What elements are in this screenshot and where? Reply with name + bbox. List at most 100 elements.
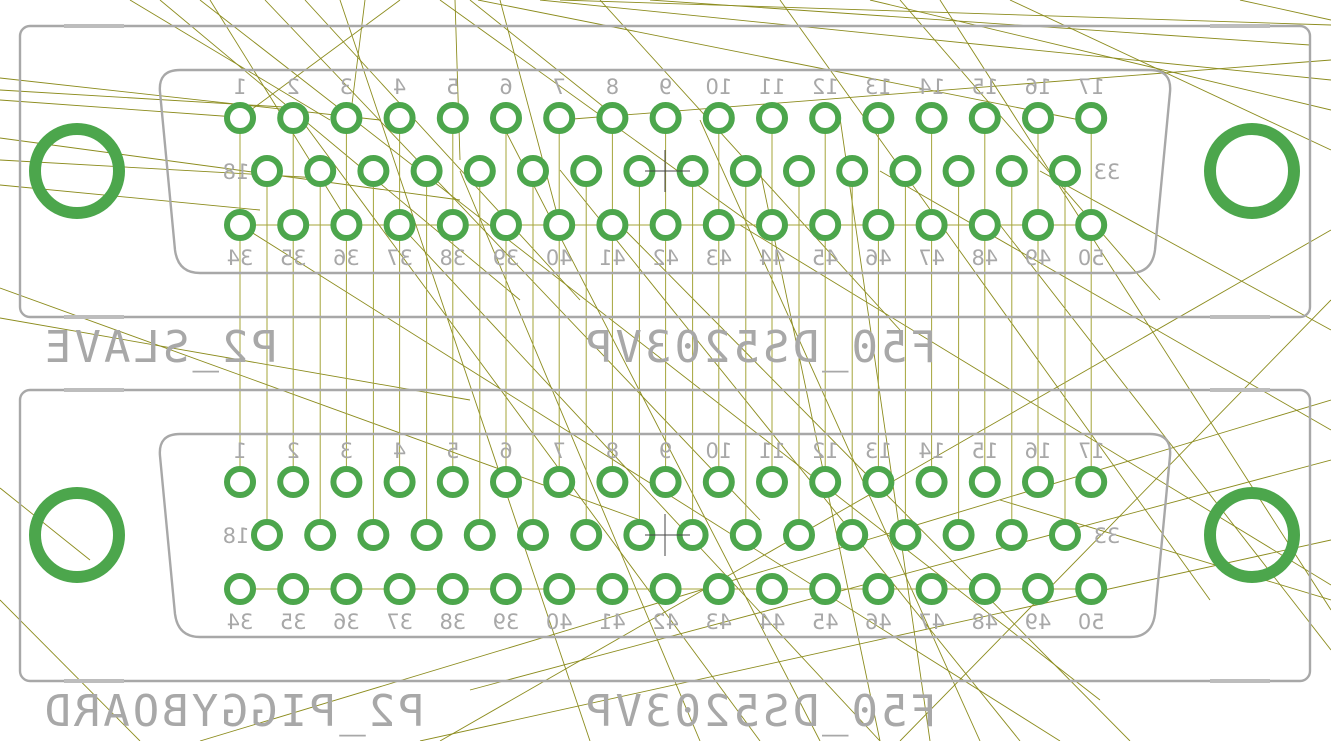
pad-row2-6[interactable] [517,155,549,187]
pad-row2-3[interactable] [357,155,390,187]
pad-pin-5[interactable] [436,102,469,134]
pad-pin-35[interactable] [277,573,310,605]
pad-pin-41[interactable] [596,209,629,241]
pad-pin-11[interactable] [756,102,788,134]
pad-row2-16[interactable] [1049,155,1081,187]
pad-pin-49[interactable] [1022,209,1054,241]
pad-pin-40[interactable] [543,573,576,605]
pad-row2-14[interactable] [942,519,975,551]
pad-pin-16[interactable] [1022,102,1054,134]
pad-pin-34[interactable] [224,573,256,605]
pad-pin-47[interactable] [915,209,948,241]
pad-pin-36[interactable] [330,209,363,241]
pad-pin-39[interactable] [490,573,522,605]
pad-pin-5[interactable] [436,466,469,498]
pad-pin-46[interactable] [862,209,895,241]
pad-pin-16[interactable] [1022,466,1054,498]
pin-label-44: 44 [759,610,786,634]
pad-pin-42[interactable] [649,209,682,241]
pad-pin-4[interactable] [383,466,416,498]
pad-pin-12[interactable] [809,466,842,498]
pad-pin-44[interactable] [756,573,788,605]
pad-pin-11[interactable] [756,466,788,498]
pin-label-5: 5 [446,75,459,99]
pad-pin-13[interactable] [862,102,895,134]
pad-pin-2[interactable] [277,466,310,498]
pad-pin-14[interactable] [915,102,948,134]
pad-pin-42[interactable] [649,573,682,605]
pad-row2-15[interactable] [995,155,1028,187]
pad-row2-12[interactable] [836,519,869,551]
pad-pin-45[interactable] [809,209,842,241]
pad-row2-11[interactable] [783,519,815,551]
pad-pin-37[interactable] [383,209,416,241]
pad-pin-49[interactable] [1022,573,1054,605]
pad-pin-1[interactable] [224,466,256,498]
pin-label-13: 13 [865,439,892,463]
pad-row2-12[interactable] [836,155,869,187]
pad-pin-44[interactable] [756,209,788,241]
pad-pin-8[interactable] [596,102,629,134]
pad-pin-39[interactable] [490,209,522,241]
pad-pin-37[interactable] [383,573,416,605]
pad-row2-13[interactable] [889,155,922,187]
pad-pin-7[interactable] [543,102,576,134]
pad-pin-17[interactable] [1075,102,1108,134]
pad-row2-1[interactable] [251,155,283,187]
pad-row2-7[interactable] [570,519,603,551]
pad-row2-10[interactable] [729,519,762,551]
pad-pin-15[interactable] [968,466,1001,498]
pad-pin-35[interactable] [277,209,310,241]
pad-pin-50[interactable] [1075,573,1108,605]
pad-pin-48[interactable] [968,573,1001,605]
pad-row2-15[interactable] [995,519,1028,551]
pad-pin-40[interactable] [543,209,576,241]
pad-pin-47[interactable] [915,573,948,605]
pad-pin-43[interactable] [702,209,735,241]
pad-pin-10[interactable] [702,466,735,498]
pad-row2-2[interactable] [304,155,337,187]
pad-row2-4[interactable] [410,155,443,187]
pad-pin-9[interactable] [649,466,682,498]
pad-row2-2[interactable] [304,519,337,551]
pad-row2-5[interactable] [463,519,496,551]
pad-row2-10[interactable] [729,155,762,187]
pad-row2-3[interactable] [357,519,390,551]
pad-row2-16[interactable] [1049,519,1081,551]
pad-row2-6[interactable] [517,519,549,551]
pad-row2-4[interactable] [410,519,443,551]
pad-row2-11[interactable] [783,155,815,187]
pad-pin-4[interactable] [383,102,416,134]
pad-pin-50[interactable] [1075,209,1108,241]
pad-pin-8[interactable] [596,466,629,498]
pin-label-36: 36 [333,246,360,270]
pad-pin-10[interactable] [702,102,735,134]
pad-row2-14[interactable] [942,155,975,187]
pad-pin-7[interactable] [543,466,576,498]
pad-pin-36[interactable] [330,573,363,605]
pad-row2-5[interactable] [463,155,496,187]
pad-pin-1[interactable] [224,102,256,134]
pad-pin-38[interactable] [436,209,469,241]
pad-row2-13[interactable] [889,519,922,551]
pad-pin-41[interactable] [596,573,629,605]
pad-pin-3[interactable] [330,102,363,134]
pad-pin-9[interactable] [649,102,682,134]
pad-pin-12[interactable] [809,102,842,134]
pad-pin-6[interactable] [490,102,522,134]
pad-pin-15[interactable] [968,102,1001,134]
pad-pin-17[interactable] [1075,466,1108,498]
pad-pin-43[interactable] [702,573,735,605]
pad-pin-14[interactable] [915,466,948,498]
pad-pin-6[interactable] [490,466,522,498]
pad-pin-2[interactable] [277,102,310,134]
pad-pin-48[interactable] [968,209,1001,241]
pad-pin-3[interactable] [330,466,363,498]
pad-row2-7[interactable] [570,155,603,187]
pad-pin-13[interactable] [862,466,895,498]
pad-pin-45[interactable] [809,573,842,605]
pad-pin-34[interactable] [224,209,256,241]
pad-row2-1[interactable] [251,519,283,551]
pad-pin-46[interactable] [862,573,895,605]
pad-pin-38[interactable] [436,573,469,605]
